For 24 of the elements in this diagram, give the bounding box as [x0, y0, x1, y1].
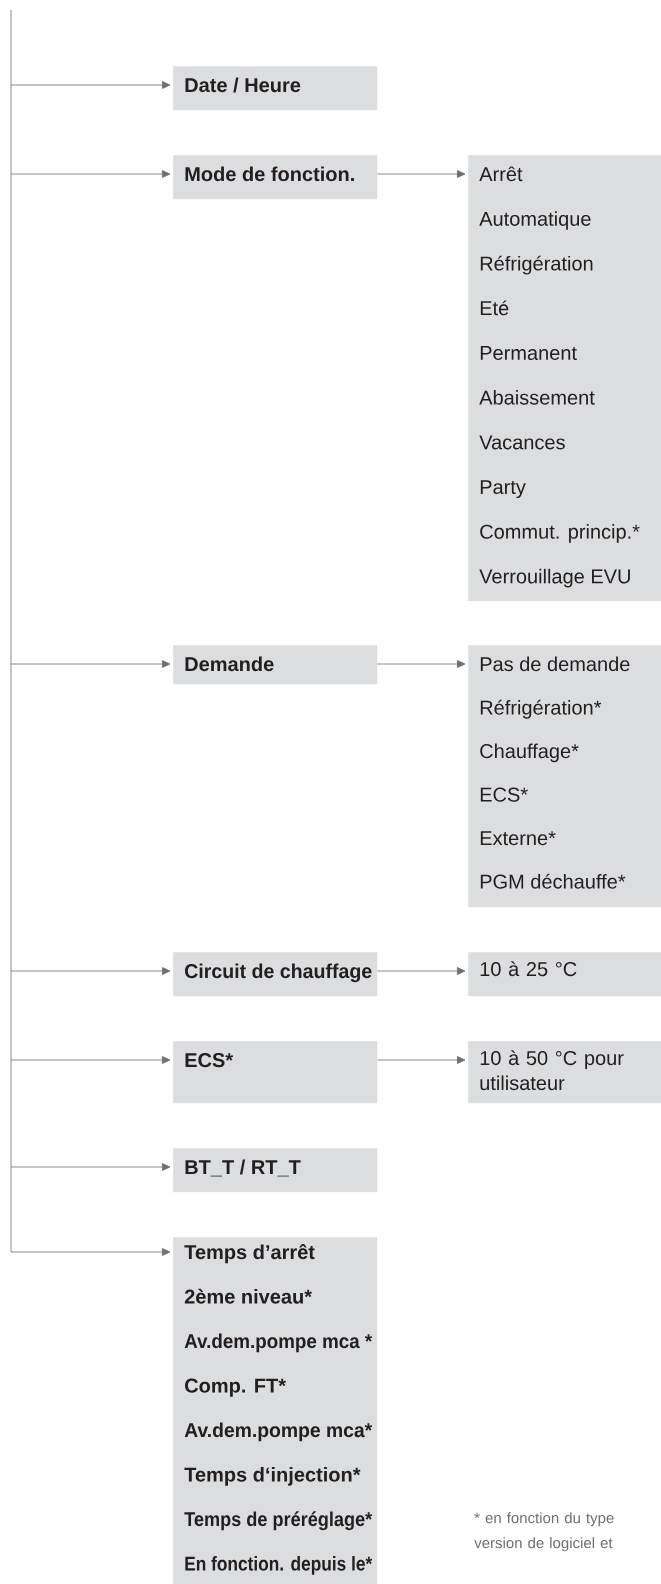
option-list-box: Pas de demande Réfrigération* Chauffage* ECS* Externe* PGM déchauffe*: [468, 645, 661, 908]
arrow: [377, 967, 466, 975]
trunk-line: [10, 9, 12, 1253]
value-box: 10 à 50 °C pour utilisateur: [468, 1041, 661, 1104]
arrow: [10, 967, 171, 975]
menu-box: Date / Heure: [173, 66, 378, 111]
arrow: [10, 1248, 171, 1256]
arrow: [377, 660, 466, 668]
arrow: [10, 660, 171, 668]
arrow: [10, 1056, 171, 1064]
arrow: [377, 170, 466, 178]
menu-box: Circuit de chauffage: [173, 952, 378, 997]
arrow: [10, 1163, 171, 1171]
arrow: [10, 170, 171, 178]
menu-box: BT_T / RT_T: [173, 1148, 378, 1193]
value-box: 10 à 25 °C: [468, 952, 661, 997]
menu-box: Demande: [173, 645, 378, 685]
arrow: [377, 1056, 466, 1064]
arrow: [10, 81, 171, 89]
option-list-box: Arrêt Automatique Réfrigération Eté Permanent Abaissement Vacances Party Commut. princip.* Verrouillage EVU: [468, 155, 661, 602]
menu-box: Temps d’arrêt 2ème niveau* Av.dem.pompe mca * Comp. FT* Av.dem.pompe mca* Temps d‘injection* Temps de préréglage* En fonction. depuis le*: [173, 1237, 378, 1584]
footnote: * en fonction du type version de logiciel et: [474, 1512, 614, 1552]
menu-box: ECS*: [173, 1041, 378, 1104]
menu-box: Mode de fonction.: [173, 155, 378, 200]
